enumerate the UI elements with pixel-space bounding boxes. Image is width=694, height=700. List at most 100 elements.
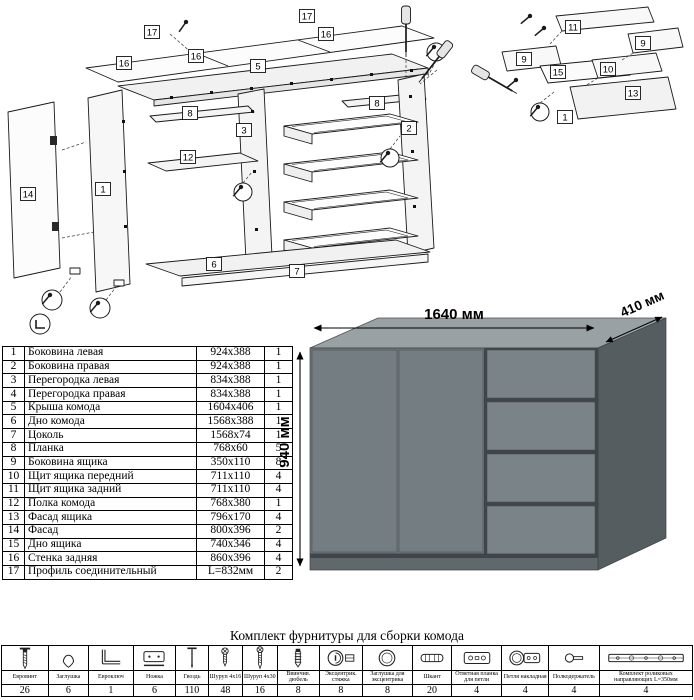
parts-cell-name: Боковина ящика bbox=[24, 455, 197, 471]
hex-key-glyph bbox=[35, 320, 45, 329]
parts-cell-qty: 2 bbox=[264, 523, 293, 539]
cam-lock-icon bbox=[319, 645, 363, 671]
part-callout-label: 17 bbox=[302, 12, 313, 23]
dresser-door-right bbox=[398, 349, 484, 553]
hardware-kit-title: Комплект фурнитуры для сборки комода bbox=[229, 628, 464, 643]
hardware-item-qty: 8 bbox=[276, 683, 321, 697]
parts-cell-name: Профиль соединительный bbox=[24, 565, 197, 580]
parts-cell-name: Цоколь bbox=[24, 428, 197, 443]
parts-cell-size: 834x388 bbox=[196, 387, 265, 402]
part-callout-box bbox=[116, 56, 132, 70]
parts-cell-num: 3 bbox=[2, 373, 25, 389]
parts-cell-name: Боковина левая bbox=[24, 346, 197, 361]
part-callout-label: 2 bbox=[406, 124, 411, 135]
hardware-item-qty: 1 bbox=[88, 683, 134, 697]
plug-cap-icon bbox=[47, 645, 90, 671]
parts-cell-name: Щит ящика задний bbox=[24, 482, 197, 498]
part-callout-box bbox=[144, 25, 160, 39]
part-callout-label: 12 bbox=[183, 153, 194, 164]
hardware-item-qty: 16 bbox=[242, 683, 278, 697]
parts-cell-size: 768x380 bbox=[196, 496, 265, 512]
leader-lines bbox=[59, 30, 634, 301]
parts-cell-num: 1 bbox=[2, 346, 25, 361]
part-callout-label: 17 bbox=[147, 28, 158, 39]
overlay-hinge-icon bbox=[501, 645, 550, 671]
part-callout-box bbox=[401, 121, 417, 135]
screw-4x16-icon bbox=[207, 645, 244, 671]
hardware-item-qty: 8 bbox=[361, 683, 414, 697]
confirmat-screw-icon bbox=[1, 645, 49, 671]
hardware-kit-section: Комплект фурнитуры для сборки комода Евр… bbox=[0, 628, 694, 697]
parts-cell-size: 1568x74 bbox=[196, 428, 265, 443]
hinge-plate-icon bbox=[450, 645, 503, 671]
part-callout-label: 10 bbox=[603, 65, 614, 76]
parts-cell-num: 4 bbox=[2, 387, 25, 402]
right-side-panel-2 bbox=[397, 73, 435, 255]
part-callout-label: 16 bbox=[321, 30, 332, 41]
parts-cell-size: 800x396 bbox=[196, 523, 265, 539]
hardware-item-name: Ножка bbox=[132, 670, 177, 685]
parts-cell-name: Планка bbox=[24, 441, 197, 457]
parts-cell-num: 13 bbox=[2, 510, 25, 525]
parts-cell-num: 7 bbox=[2, 428, 25, 443]
parts-cell-size: 350x110 bbox=[196, 455, 265, 471]
hardware-icons-row bbox=[1, 645, 694, 671]
part-callout-label: 9 bbox=[640, 39, 645, 50]
part-callout-box bbox=[557, 110, 573, 124]
parts-cell-name: Крыша комода bbox=[24, 400, 197, 416]
parts-cell-num: 15 bbox=[2, 537, 25, 553]
part-callout-label: 16 bbox=[191, 52, 202, 63]
part-callout-box bbox=[299, 9, 315, 23]
part-callout-label: 1 bbox=[100, 185, 105, 196]
part-callout-box bbox=[369, 96, 385, 110]
part-callout-label: 3 bbox=[241, 126, 246, 137]
cabinet-carcass bbox=[7, 6, 684, 293]
parts-cell-qty: 2 bbox=[264, 565, 293, 580]
hardware-item-qty: 8 bbox=[319, 683, 363, 697]
parts-cell-num: 12 bbox=[2, 496, 25, 512]
parts-cell-name: Боковина правая bbox=[24, 359, 197, 375]
part-callout-label: 16 bbox=[119, 59, 130, 70]
hardware-item-qty: 48 bbox=[207, 683, 244, 697]
parts-cell-size: 711x110 bbox=[196, 482, 265, 498]
furniture-leg-icon bbox=[132, 645, 177, 671]
parts-cell-name: Фасад ящика bbox=[24, 510, 197, 525]
part-callout-label: 9 bbox=[521, 55, 526, 66]
screw-4x30-icon bbox=[242, 645, 278, 671]
part-callout-box bbox=[250, 59, 266, 73]
shelf-support-icon bbox=[548, 645, 600, 671]
leg bbox=[113, 279, 125, 287]
part-callout-box bbox=[206, 257, 222, 271]
part-callout-box bbox=[180, 150, 196, 164]
shelf-panel-12 bbox=[147, 152, 259, 172]
part-callout-label: 13 bbox=[628, 89, 639, 100]
dim-depth-label: 410 мм bbox=[618, 292, 666, 320]
hardware-item-name: Евровинт bbox=[1, 670, 49, 685]
dim-depth-line bbox=[605, 316, 663, 343]
screw-in-dowel-icon bbox=[276, 645, 321, 671]
dim-height-label: 940 мм bbox=[280, 416, 293, 467]
drawer-box bbox=[283, 189, 419, 221]
parts-cell-name: Дно ящика bbox=[24, 537, 197, 553]
dresser-door-left bbox=[311, 349, 398, 553]
dresser-drawer-front bbox=[486, 401, 596, 451]
hardware-item-name: Заглушка bbox=[47, 670, 90, 685]
part-callout-box bbox=[625, 86, 641, 100]
dim-width-label: 1640 мм bbox=[424, 306, 484, 323]
part-callout-label: 8 bbox=[374, 99, 379, 110]
parts-cell-name: Полка комода bbox=[24, 496, 197, 512]
parts-cell-num: 11 bbox=[2, 482, 25, 498]
parts-cell-num: 10 bbox=[2, 469, 25, 484]
